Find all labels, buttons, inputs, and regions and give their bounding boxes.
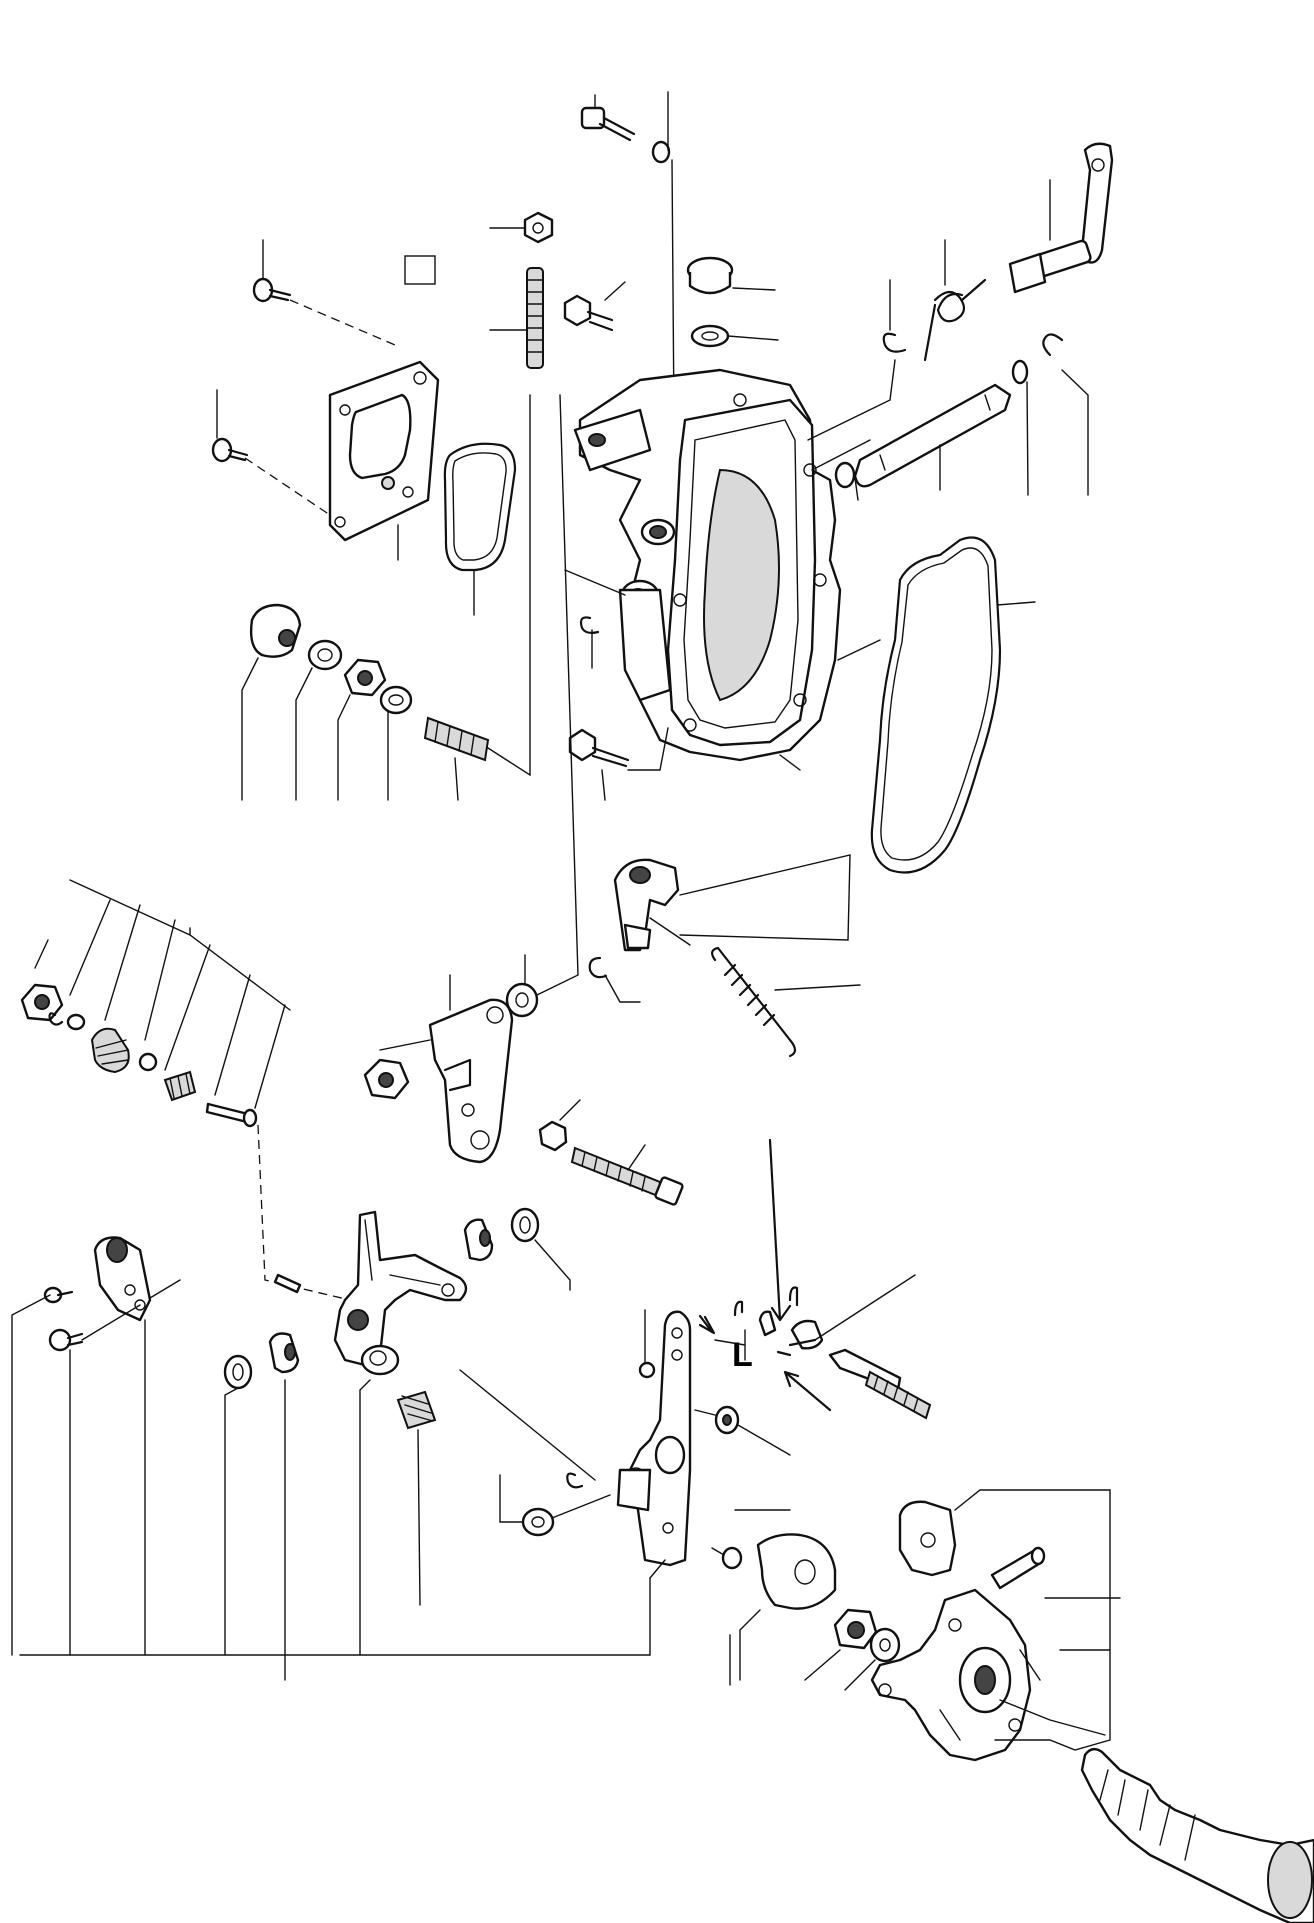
spring-stack <box>20 879 291 1128</box>
stop-lever <box>93 1236 181 1322</box>
governor-arm <box>333 1210 468 1376</box>
washer-3 <box>505 394 579 1018</box>
camshaft <box>1080 1747 1314 1923</box>
lock-nut-1 <box>337 658 387 801</box>
torsion-spring <box>923 239 987 362</box>
shaft-ring <box>834 461 859 501</box>
governor-shaft <box>853 383 1012 491</box>
pin-bolt <box>711 1546 743 1570</box>
washer-4 <box>510 1207 571 1291</box>
plug-washer <box>690 324 779 348</box>
flange-plate <box>328 360 440 561</box>
housing-gasket <box>870 536 1036 874</box>
governor-cam-lever <box>613 854 851 952</box>
washer-1 <box>295 639 343 801</box>
dimension-label-l: L <box>732 1336 753 1374</box>
leader-dash <box>289 299 396 346</box>
control-lever <box>379 974 514 1164</box>
adjusting-stud <box>423 394 531 801</box>
washer-lower <box>844 1627 901 1691</box>
shaft-washer <box>1011 359 1029 496</box>
e-ring-1 <box>882 279 907 353</box>
flange-gasket <box>443 442 517 616</box>
nut-lower <box>804 1608 878 1681</box>
cap-nut <box>241 603 302 801</box>
lever-shaft-top <box>1008 142 1114 294</box>
helical-adjust-screw <box>828 1348 932 1420</box>
roll-pin <box>273 1273 302 1294</box>
adjustment-detail <box>698 1138 916 1412</box>
governor-housing <box>573 368 881 771</box>
leader-dash <box>257 1124 351 1301</box>
bushing-1 <box>463 1218 494 1262</box>
pin-screw <box>638 1309 656 1379</box>
flyweight <box>898 1500 957 1577</box>
bushing-2 <box>268 1332 300 1374</box>
weight-holder <box>739 1533 837 1681</box>
small-screw-1 <box>43 1286 74 1304</box>
compression-spring <box>396 1390 437 1606</box>
small-screw-2 <box>48 1304 141 1352</box>
flange-bolt-1 <box>252 239 292 303</box>
e-ring-3 <box>588 956 641 1003</box>
washer-5 <box>223 1354 253 1390</box>
filler-plug <box>686 256 776 295</box>
e-ring-2 <box>1042 333 1089 496</box>
long-adjusting-screw <box>538 1099 684 1206</box>
top-bolt <box>580 94 636 142</box>
housing-bolt <box>568 727 669 801</box>
leader-lines <box>11 1294 1111 1751</box>
top-ring <box>651 91 675 421</box>
leader-line <box>807 359 896 441</box>
small-plate <box>404 255 436 285</box>
lever-nut <box>363 1058 410 1100</box>
tension-spring <box>711 946 861 1058</box>
leader-dash <box>244 457 331 516</box>
washer-7 <box>694 1405 791 1456</box>
guide-pin <box>990 1546 1121 1599</box>
flyweight-carrier <box>870 1588 1106 1762</box>
cover-bolt <box>563 281 626 332</box>
washer-2 <box>379 685 413 801</box>
e-clip <box>564 569 626 669</box>
hex-nut-top <box>489 211 554 244</box>
e-ring-4 <box>566 1472 584 1489</box>
long-stud <box>489 267 544 369</box>
linkage-lever <box>616 1310 692 1567</box>
flange-bolt-2 <box>211 389 249 463</box>
washer-6 <box>499 1474 611 1537</box>
